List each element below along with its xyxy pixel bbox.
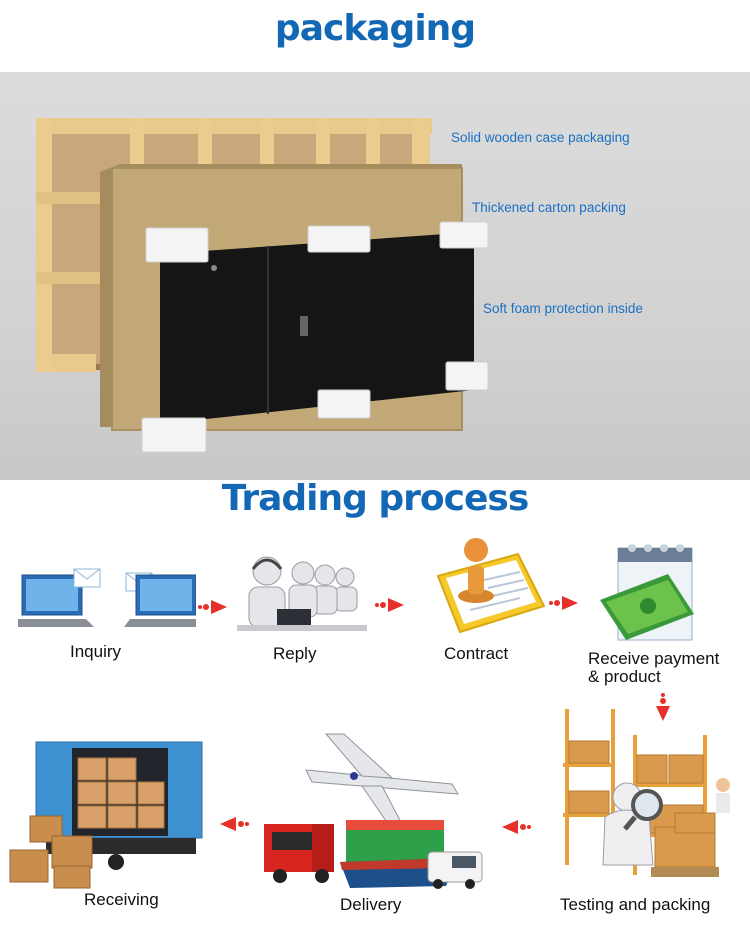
receiving-icon xyxy=(6,740,206,890)
note-wooden-case: Solid wooden case packaging xyxy=(451,130,630,145)
contract-icon xyxy=(420,536,545,636)
arrow-left-icon xyxy=(502,820,531,834)
step-label-contract: Contract xyxy=(444,644,509,663)
note-foam: Soft foam protection inside xyxy=(483,301,643,316)
step-label-receive-payment: Receive payment & product xyxy=(588,649,720,686)
step-label-testing-packing: Testing and packing xyxy=(560,895,711,914)
packaging-illustration xyxy=(36,118,489,453)
step-label-delivery: Delivery xyxy=(340,895,402,914)
note-carton: Thickened carton packing xyxy=(472,200,626,215)
payment-icon xyxy=(598,540,698,642)
foam-corners xyxy=(141,221,489,453)
delivery-icon xyxy=(262,728,484,892)
black-panel xyxy=(160,232,474,424)
testing-icon xyxy=(555,705,735,887)
arrow-down-icon xyxy=(656,693,670,721)
inquiry-icon xyxy=(18,565,196,633)
packaging-image: Solid wooden case packaging Thickened ca… xyxy=(0,72,750,480)
trading-process-title: Trading process xyxy=(221,478,530,519)
arrow-right-icon xyxy=(375,598,404,612)
step-label-inquiry: Inquiry xyxy=(70,642,122,661)
packaging-title: packaging xyxy=(274,8,476,49)
arrow-right-icon xyxy=(198,600,227,614)
arrow-right-icon xyxy=(549,596,578,610)
reply-icon xyxy=(237,553,367,635)
step-label-receiving: Receiving xyxy=(84,890,159,909)
arrow-left-icon xyxy=(220,817,249,831)
step-label-reply: Reply xyxy=(273,644,317,663)
